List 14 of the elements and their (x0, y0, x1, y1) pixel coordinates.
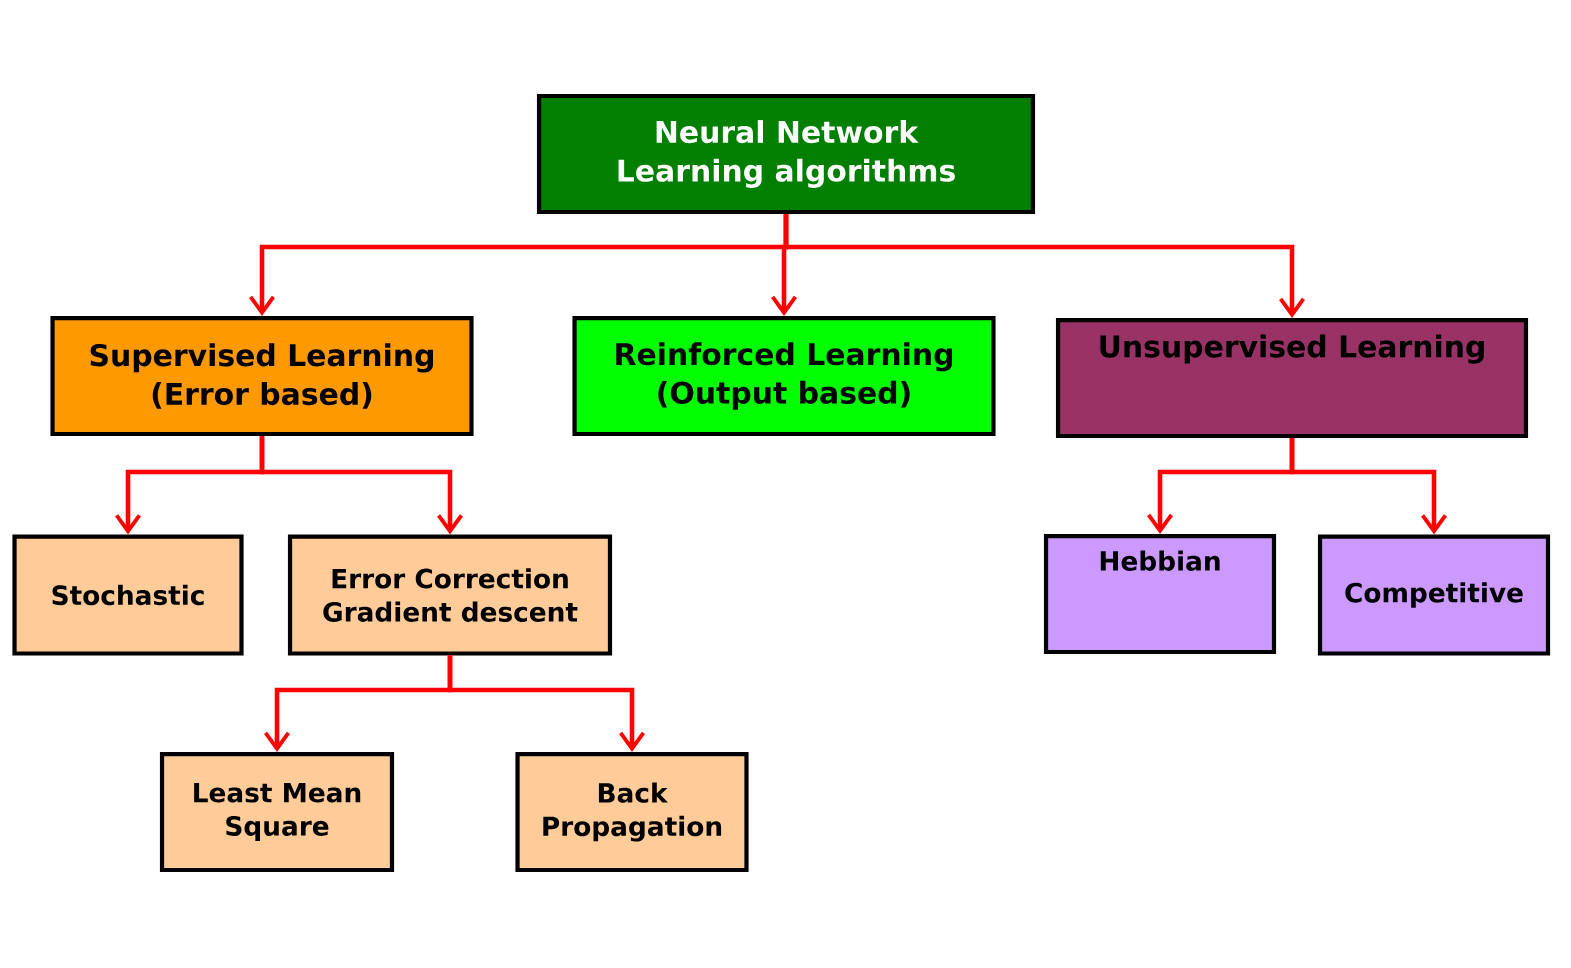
arrow (447, 655, 645, 752)
arrow (259, 436, 463, 535)
title-box: Neural Network Learning algorithms (536, 93, 1036, 215)
arrow (1289, 438, 1447, 535)
method-box: Stochastic (12, 534, 244, 656)
method-box: Competitive (1317, 534, 1551, 656)
method-box: Error Correction Gradient descent (287, 534, 613, 656)
category-box: Unsupervised Learning (1055, 317, 1529, 439)
arrow (783, 214, 1305, 318)
category-box: Reinforced Learning (Output based) (572, 315, 996, 437)
method-box: Least Mean Square (159, 751, 395, 873)
method-box: Back Propagation (515, 751, 749, 873)
method-box: Hebbian (1043, 533, 1277, 655)
category-box: Supervised Learning (Error based) (50, 315, 474, 437)
